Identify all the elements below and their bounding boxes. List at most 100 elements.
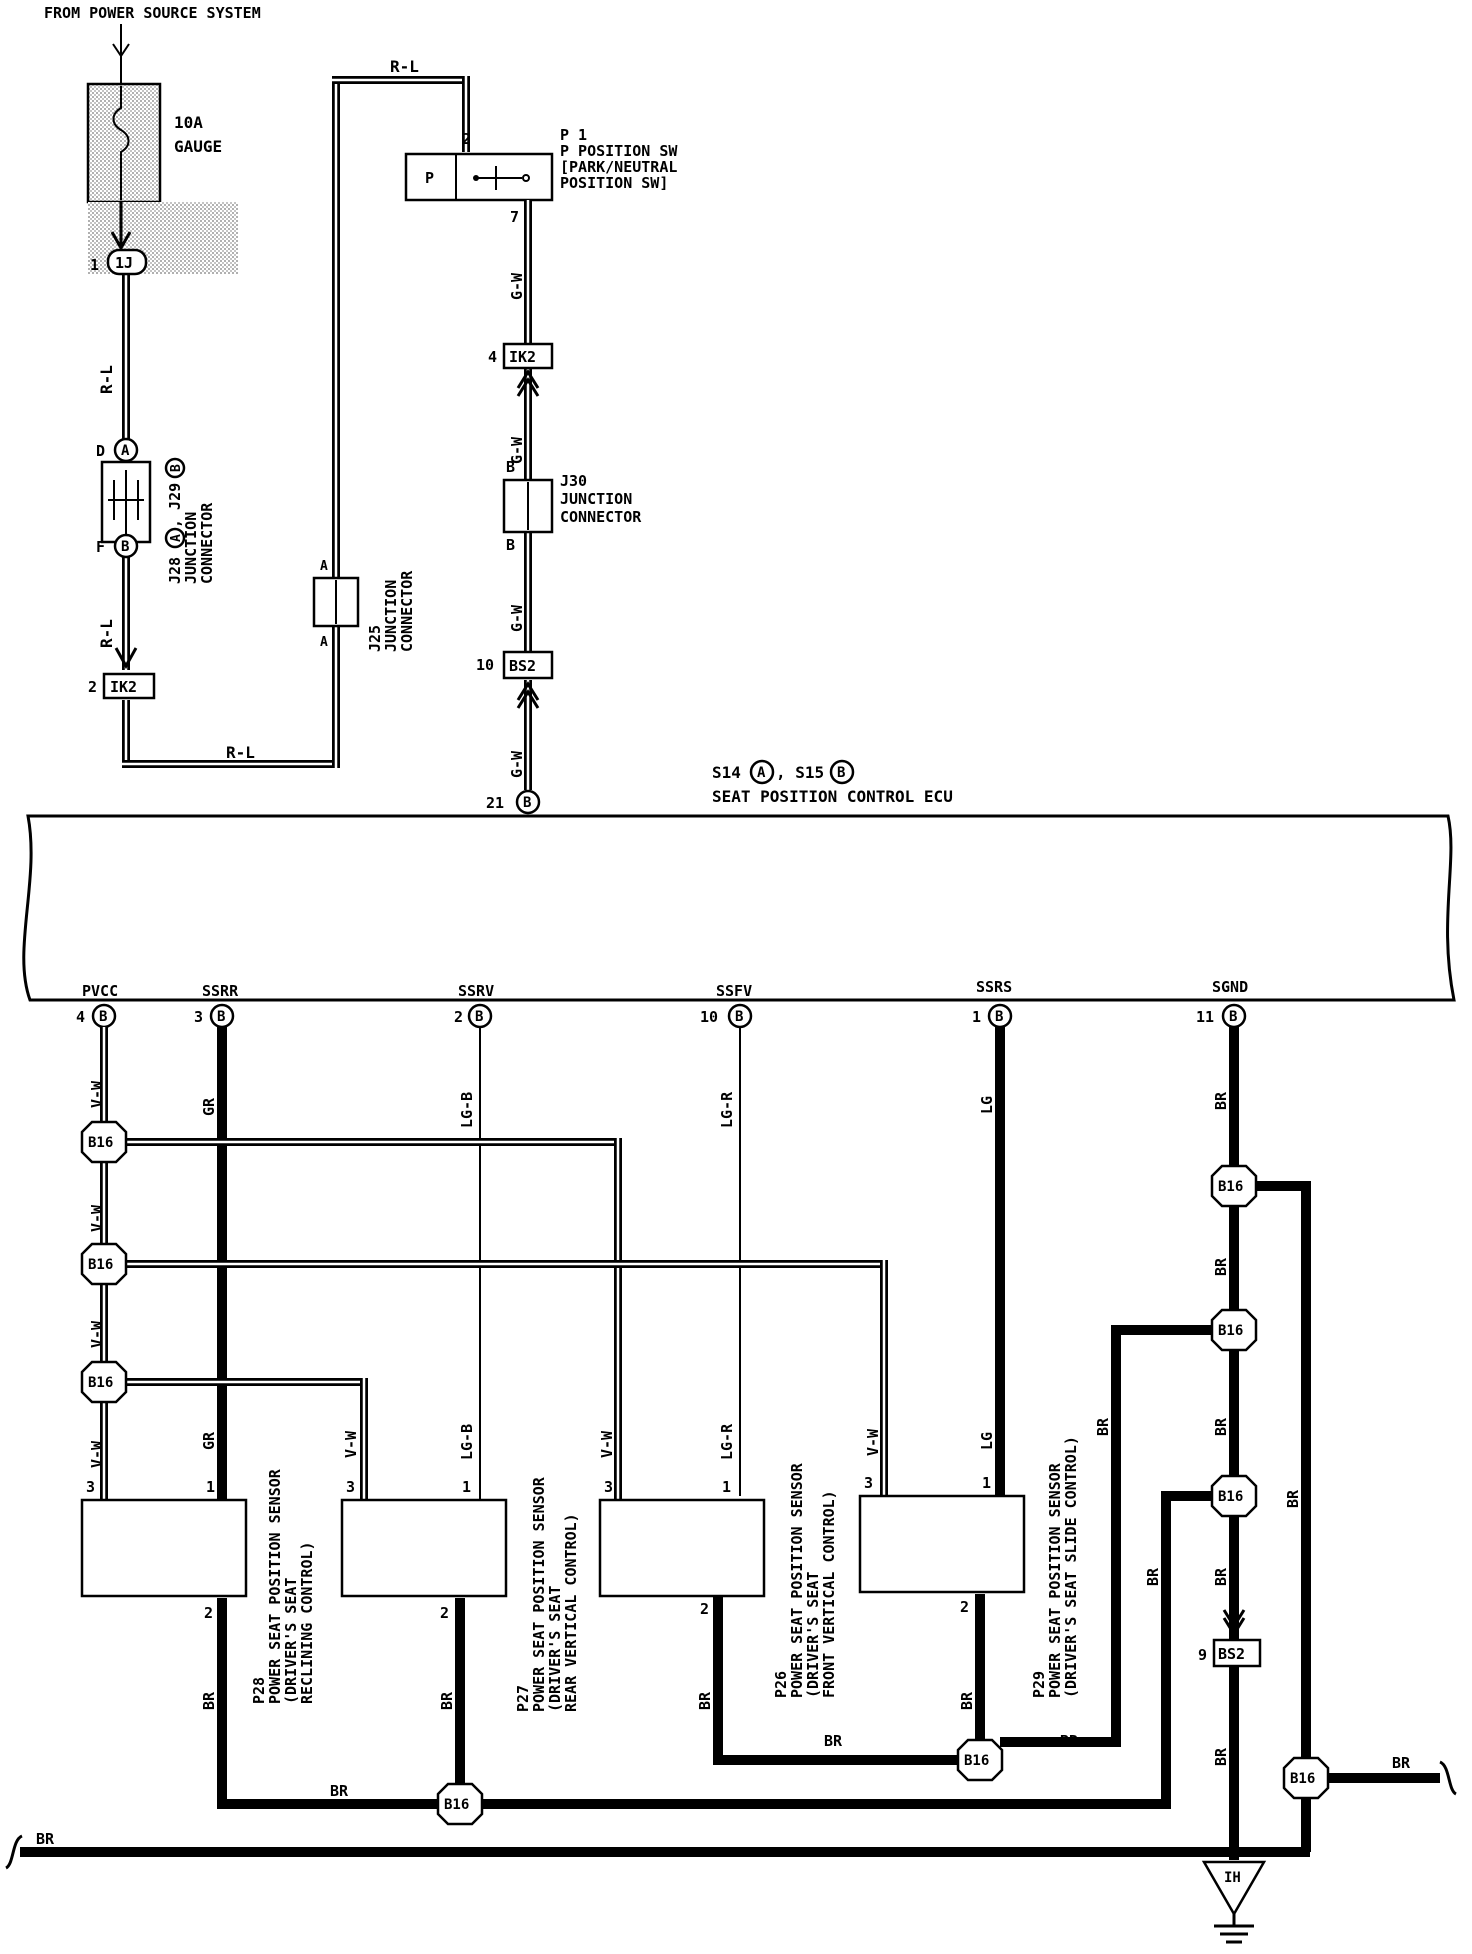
svg-text:P27: P27 <box>514 1685 532 1712</box>
splice-points: B16 B16 B16 B16 B16 B16 B16 B16 <box>80 1120 1330 1826</box>
wire-label-b-2: B <box>506 536 515 554</box>
svg-text:1: 1 <box>982 1474 991 1492</box>
svg-text:2: 2 <box>440 1604 449 1622</box>
sensor-rear-vertical: 3 1 2 <box>340 1478 508 1622</box>
svg-text:4: 4 <box>76 1008 85 1026</box>
svg-text:POWER SEAT POSITION SENSOR: POWER SEAT POSITION SENSOR <box>1046 1462 1064 1698</box>
svg-text:JUNCTION: JUNCTION <box>182 512 200 584</box>
svg-text:B: B <box>735 1009 743 1025</box>
svg-text:B16: B16 <box>1218 1179 1243 1195</box>
svg-text:CONNECTOR: CONNECTOR <box>198 502 216 584</box>
svg-text:POSITION SW]: POSITION SW] <box>560 174 668 192</box>
svg-text:11: 11 <box>1196 1008 1214 1026</box>
sensor-p26: 3 1 2 <box>858 1474 1026 1616</box>
splice-b16-2: B16 <box>80 1242 128 1286</box>
svg-text:B: B <box>169 464 184 472</box>
svg-text:BR: BR <box>824 1732 843 1750</box>
svg-text:V-W: V-W <box>88 1080 106 1108</box>
svg-text:(DRIVER'S SEAT: (DRIVER'S SEAT <box>282 1578 300 1704</box>
splice-b16-4: B16 <box>1210 1164 1258 1208</box>
svg-text:BR: BR <box>1212 1091 1230 1110</box>
svg-text:2: 2 <box>204 1604 213 1622</box>
letter-b: B <box>121 539 129 555</box>
svg-text:LG-B: LG-B <box>458 1092 476 1128</box>
svg-text:2: 2 <box>700 1600 709 1618</box>
sensor-box-3: 3 1 2 <box>598 1478 766 1618</box>
svg-text:, J29: , J29 <box>166 483 184 528</box>
svg-text:BR: BR <box>1144 1567 1162 1586</box>
wire-label-rl-2: R-L <box>97 619 116 648</box>
splice-b16-1: B16 <box>80 1120 128 1164</box>
j25-label: J25 JUNCTION CONNECTOR <box>366 570 416 652</box>
sensor-p26-label: P26 POWER SEAT POSITION SENSOR (DRIVER'S… <box>772 1462 838 1698</box>
svg-text:BR: BR <box>1212 1257 1230 1276</box>
fuse-block: 10A GAUGE <box>86 24 238 274</box>
svg-text:B: B <box>475 1009 483 1025</box>
svg-text:A: A <box>757 765 766 781</box>
svg-text:BR: BR <box>36 1830 55 1848</box>
splice-b16-9: B16 <box>1282 1756 1330 1800</box>
svg-text:[PARK/NEUTRAL: [PARK/NEUTRAL <box>560 158 677 176</box>
pin-10: 10 <box>476 656 494 674</box>
svg-text:V-W: V-W <box>88 1440 106 1468</box>
svg-text:1: 1 <box>206 1478 215 1496</box>
svg-text:1: 1 <box>462 1478 471 1496</box>
pin-21: 21 <box>486 794 504 812</box>
terminal-ssrv: SSRV <box>458 982 494 1000</box>
svg-text:(DRIVER'S SEAT SLIDE CONTROL): (DRIVER'S SEAT SLIDE CONTROL) <box>1062 1436 1080 1698</box>
svg-text:LG-R: LG-R <box>718 1423 736 1460</box>
svg-text:B: B <box>995 1009 1003 1025</box>
svg-text:A: A <box>169 534 184 542</box>
pin-d: D <box>96 442 105 460</box>
svg-text:10: 10 <box>700 1008 718 1026</box>
j25-pin-top: A <box>320 559 328 574</box>
p1-pin-2: 2 <box>462 130 471 148</box>
pin-1: 1 <box>90 256 99 274</box>
lower-wire-labels: V-W V-W V-W V-W GR GR LG-B LG-B LG-R LG-… <box>36 1080 1411 1848</box>
svg-text:B16: B16 <box>88 1257 113 1273</box>
junction-j25: A A <box>312 559 360 650</box>
svg-text:B: B <box>217 1009 225 1025</box>
sensor-p27-label: P27 POWER SEAT POSITION SENSOR (DRIVER'S… <box>514 1476 580 1712</box>
ecu-terminals: PVCC SSRR SSRV SSFV SSRS SGND 4 B 3 B 2 … <box>76 978 1248 1029</box>
svg-text:SEAT POSITION CONTROL ECU: SEAT POSITION CONTROL ECU <box>712 787 953 806</box>
svg-text:P28: P28 <box>250 1677 268 1704</box>
connector-1j: 1 1J <box>90 248 148 276</box>
wire-label-rl-1: R-L <box>97 365 116 394</box>
svg-text:V-W: V-W <box>88 1204 106 1232</box>
header-title: FROM POWER SOURCE SYSTEM <box>44 4 261 22</box>
svg-text:V-W: V-W <box>598 1430 616 1458</box>
svg-text:J30: J30 <box>560 472 587 490</box>
svg-text:IH: IH <box>1224 1870 1241 1886</box>
svg-text:B: B <box>837 765 845 781</box>
svg-text:B16: B16 <box>88 1135 113 1151</box>
svg-text:B: B <box>1229 1009 1237 1025</box>
pin-2: 2 <box>88 678 97 696</box>
svg-text:V-W: V-W <box>88 1320 106 1348</box>
splice-b16-3: B16 <box>80 1360 128 1404</box>
splice-b16-7: B16 <box>956 1738 1004 1782</box>
connector-ik2-label: IK2 <box>110 678 137 696</box>
svg-text:B16: B16 <box>1290 1771 1315 1787</box>
svg-text:LG-B: LG-B <box>458 1424 476 1460</box>
svg-text:POWER SEAT POSITION SENSOR: POWER SEAT POSITION SENSOR <box>530 1476 548 1712</box>
svg-text:JUNCTION: JUNCTION <box>560 490 632 508</box>
wire-left-rl <box>110 76 470 768</box>
splice-b16-5: B16 <box>1210 1308 1258 1352</box>
svg-text:1: 1 <box>972 1008 981 1026</box>
fuse-icon <box>112 86 130 200</box>
wire-label-gw-1: G-W <box>508 272 526 300</box>
svg-text:BR: BR <box>330 1782 349 1800</box>
fuse-rating: 10A <box>174 113 203 132</box>
j28-label: J28 A , J29 B JUNCTION CONNECTOR <box>164 457 216 584</box>
svg-text:J25: J25 <box>366 625 384 652</box>
svg-text:FRONT VERTICAL CONTROL): FRONT VERTICAL CONTROL) <box>820 1490 838 1698</box>
svg-text:BR: BR <box>958 1691 976 1710</box>
svg-text:LG-R: LG-R <box>718 1091 736 1128</box>
svg-text:3: 3 <box>194 1008 203 1026</box>
svg-text:GR: GR <box>200 1431 218 1450</box>
svg-text:S14: S14 <box>712 763 741 782</box>
svg-text:BR: BR <box>1284 1489 1302 1508</box>
splice-b16-6: B16 <box>1210 1474 1258 1518</box>
svg-text:B: B <box>523 795 531 811</box>
